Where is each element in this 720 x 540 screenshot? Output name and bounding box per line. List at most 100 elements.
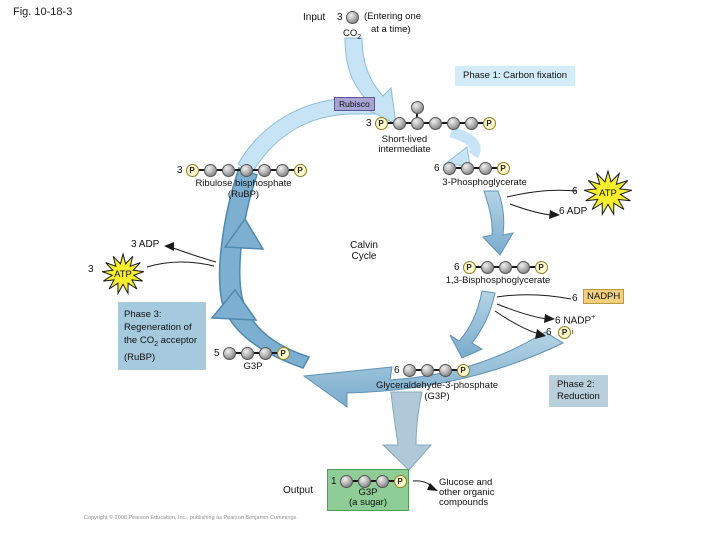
carbon-sphere-icon	[345, 10, 359, 24]
output-label: Output	[283, 485, 314, 496]
phase2-line2: Reduction	[557, 391, 600, 402]
intermediate-label-line1: Short-lived	[381, 134, 428, 145]
g3p-return-arrow	[302, 331, 565, 408]
carbon-sphere-icon	[257, 163, 271, 177]
bond-connector	[253, 352, 259, 354]
calvin-cycle-title: Calvin Cycle	[329, 240, 399, 262]
bond-connector	[455, 167, 461, 169]
nadp-label: 6 NADP+	[555, 312, 595, 326]
carbon-sphere-icon	[478, 161, 492, 175]
phosphate-icon: P	[534, 260, 548, 274]
atp6-count: 6	[572, 186, 578, 197]
phase3-line3-text: the CO	[124, 335, 155, 346]
bond-connector	[415, 369, 421, 371]
phosphate-icon: P	[558, 326, 571, 339]
co2-molecule: 3	[337, 10, 359, 24]
bond-connector	[252, 169, 258, 171]
nadph-connector-line	[496, 294, 572, 300]
input-note-line1: (Entering one	[364, 11, 422, 22]
carbon-sphere-icon	[480, 260, 494, 274]
carbon-sphere-icon	[460, 161, 474, 175]
nadph-label: NADPH	[583, 289, 625, 304]
molecule-count: 6	[454, 261, 460, 273]
intermediate-to-pga-arrowhead	[443, 146, 471, 167]
pi-connector-line	[494, 310, 540, 335]
rubp-label-line2: (RuBP)	[227, 189, 260, 200]
figure-label: Fig. 10-18-3	[13, 6, 73, 18]
molecule-chain: P	[339, 474, 407, 488]
bond-connector	[529, 266, 535, 268]
atp-starburst-shape	[102, 252, 144, 296]
phase3-label: Phase 3: Regeneration of the CO2 accepto…	[118, 302, 206, 370]
carbon-sphere-icon	[420, 363, 434, 377]
carbon-sphere-icon	[392, 116, 406, 130]
adp3-connector-line	[172, 247, 217, 263]
molecule-chain: P	[222, 346, 290, 360]
bond-connector	[491, 167, 497, 169]
g3p-six-label-line1: Glyceraldehyde-3-phosphate	[376, 380, 498, 391]
bond-connector	[511, 266, 517, 268]
co2-formula-subscript: 2	[357, 33, 362, 41]
bond-connector	[405, 122, 411, 124]
intermediate-to-pga-arrow	[449, 126, 481, 159]
glucose-label-line1: Glucose and	[439, 477, 493, 488]
atp-starburst-shape	[584, 169, 632, 217]
carbon-sphere-icon	[258, 346, 272, 360]
bond-connector	[433, 369, 439, 371]
pi-subscript: i	[572, 329, 574, 336]
molecule-count: 3	[366, 117, 372, 129]
carbon-sphere-icon	[240, 346, 254, 360]
molecule-count: 1	[331, 475, 337, 487]
pga-label: 3-Phosphoglycerate	[442, 177, 527, 188]
bond-connector	[475, 266, 481, 268]
carbon-sphere-icon	[446, 116, 460, 130]
rubp-label-line1: Ribulose bisphosphate	[195, 178, 292, 189]
molecule-chain: P	[442, 161, 510, 175]
atp6-connector-line	[506, 189, 577, 198]
g3p-output-label-line1: G3P	[358, 487, 378, 498]
bond-connector	[387, 122, 393, 124]
input-label: Input	[303, 12, 326, 23]
carbon-sphere-icon	[222, 346, 236, 360]
phosphate-icon: P	[276, 346, 290, 360]
calvin-line2: Cycle	[351, 251, 377, 262]
molecule-chain: P	[402, 363, 470, 377]
phase3-line3-text2: acceptor	[158, 335, 198, 346]
molecule-count: 3	[177, 164, 183, 176]
carbon-sphere-icon	[339, 474, 353, 488]
carbon-sphere-icon	[498, 260, 512, 274]
carbon-sphere-icon	[464, 116, 478, 130]
carbon-sphere-icon	[221, 163, 235, 177]
g3p-output-label-line2: (a sugar)	[348, 497, 387, 508]
g3p-five-label: G3P	[243, 361, 263, 372]
bond-connector	[270, 169, 276, 171]
molecule-count: 3	[337, 11, 343, 23]
glucose-label-line2: other organic	[439, 487, 495, 498]
phase3-line4: (RuBP)	[124, 351, 156, 363]
bpg-label: 1,3-Bisphosphoglycerate	[445, 275, 551, 286]
carbon-sphere-icon	[275, 163, 289, 177]
atp3-label: ATP	[114, 268, 132, 280]
bond-connector	[370, 480, 376, 482]
bond-connector	[451, 369, 457, 371]
carbon-sphere-icon	[516, 260, 530, 274]
atp6-starburst: ATP	[583, 169, 633, 217]
bond-connector	[271, 352, 277, 354]
bond-connector	[473, 167, 479, 169]
bond-connector	[459, 122, 465, 124]
pi-count: 6	[546, 327, 552, 338]
nadp-arrowhead	[544, 314, 555, 323]
phase3-line3: the CO2 acceptor	[124, 334, 200, 351]
phosphate-icon: P	[374, 116, 388, 130]
nadp-text: 6 NADP	[555, 315, 592, 327]
carbon-sphere-icon	[442, 161, 456, 175]
co2-formula: CO2	[343, 28, 361, 43]
phase3-co2-subscript: 2	[154, 340, 159, 348]
